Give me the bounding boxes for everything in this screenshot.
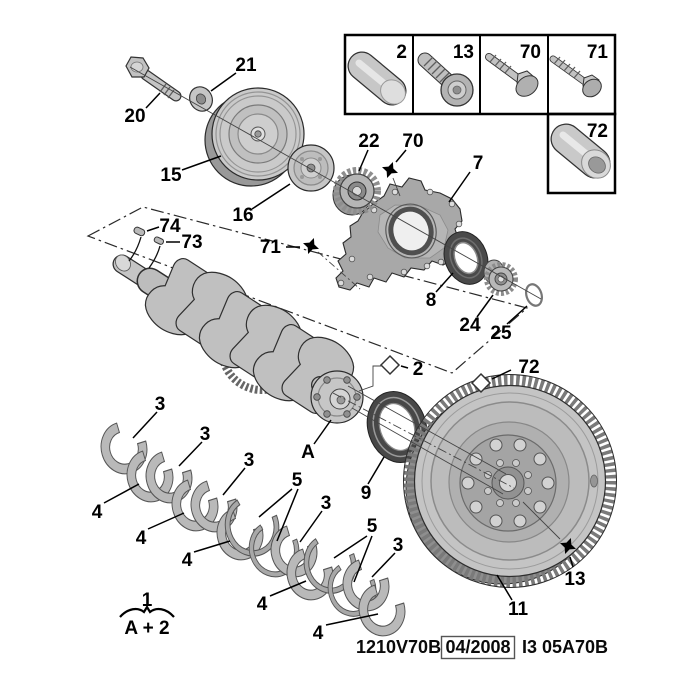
dowel-pin-icon (347, 51, 407, 106)
callout-11[interactable]: 11 (508, 599, 529, 620)
callout-25[interactable]: 25 (490, 323, 512, 344)
table-cell-label-70[interactable]: 70 (520, 42, 541, 63)
snap-ring (524, 283, 544, 307)
callout-5b[interactable]: 5 (367, 516, 378, 537)
table-cell-label-72[interactable]: 72 (587, 121, 608, 142)
callout-20[interactable]: 20 (124, 106, 145, 127)
callout-7[interactable]: 7 (473, 153, 484, 174)
footer-part-code: 1210V70B (356, 637, 441, 657)
pump-sprocket (483, 259, 518, 296)
callout-4e[interactable]: 4 (313, 623, 324, 644)
callout-71[interactable]: 71 (260, 237, 282, 258)
callout-2[interactable]: 2 (413, 359, 424, 380)
footer-date-box (440, 635, 516, 660)
timing-sprocket (332, 167, 381, 216)
footer-reference: 1210V70B 04/2008 I3 05A70B (356, 635, 608, 660)
callout-3e[interactable]: 3 (393, 535, 404, 556)
callout-74[interactable]: 74 (159, 216, 181, 237)
callout-3d[interactable]: 3 (321, 493, 332, 514)
callout-9[interactable]: 9 (361, 483, 372, 504)
screw-mark-70 (379, 159, 401, 181)
callout-22[interactable]: 22 (358, 131, 379, 152)
table-cell-label-13[interactable]: 13 (453, 42, 474, 63)
callout-13[interactable]: 13 (564, 569, 585, 590)
callout-4c[interactable]: 4 (182, 550, 193, 571)
callout-A[interactable]: A (301, 442, 315, 463)
chain-boundary (86, 206, 529, 374)
callout-70[interactable]: 70 (402, 131, 423, 152)
callout-4b[interactable]: 4 (136, 528, 147, 549)
pulley-hub (287, 144, 335, 192)
axis-line-front (129, 66, 542, 300)
assembly-formula: 1 A + 2 (119, 590, 175, 639)
cap-screw-icon (417, 52, 474, 107)
formula-brace (119, 604, 175, 618)
footer-ref-code: I3 05A70B (522, 637, 608, 657)
oil-seal-housing (335, 177, 463, 291)
crankshaft-front-seal (443, 231, 489, 285)
callout-8[interactable]: 8 (426, 290, 437, 311)
callout-3b[interactable]: 3 (200, 424, 211, 445)
crankshaft (112, 251, 364, 424)
table-cell-label-2[interactable]: 2 (396, 42, 407, 63)
callout-72b[interactable]: 72 (518, 357, 539, 378)
callout-73[interactable]: 73 (181, 232, 202, 253)
callout-24[interactable]: 24 (459, 315, 481, 336)
callout-3c[interactable]: 3 (244, 450, 255, 471)
formula-bottom: A + 2 (124, 618, 169, 639)
pulley-washer (189, 86, 213, 112)
pulley-bolt (125, 56, 182, 102)
hex-bolt-icon (549, 55, 602, 98)
crankshaft-flange (310, 370, 364, 424)
flange-bolt-icon (485, 53, 539, 97)
table-cell-label-71[interactable]: 71 (587, 42, 609, 63)
fastener-table: 2 13 70 71 72 (343, 33, 617, 195)
callout-15[interactable]: 15 (160, 165, 182, 186)
callout-5a[interactable]: 5 (292, 470, 303, 491)
callout-3a[interactable]: 3 (155, 394, 166, 415)
diamond-symbol-72 (470, 372, 492, 394)
callout-4a[interactable]: 4 (92, 502, 103, 523)
flywheel (403, 374, 617, 588)
sleeve-icon (550, 123, 611, 179)
leader-lines (103, 72, 574, 626)
callout-16[interactable]: 16 (232, 205, 253, 226)
formula-top: 1 (142, 590, 153, 611)
callout-labels: 20 21 15 16 22 70 7 71 74 73 8 24 25 2 7… (92, 55, 586, 644)
footer-date: 04/2008 (445, 637, 510, 657)
diamond-symbol-2 (358, 354, 401, 392)
crankshaft-pulley (204, 87, 305, 187)
crankshaft-keys (128, 226, 165, 269)
callout-4d[interactable]: 4 (257, 594, 268, 615)
callout-21[interactable]: 21 (235, 55, 257, 76)
